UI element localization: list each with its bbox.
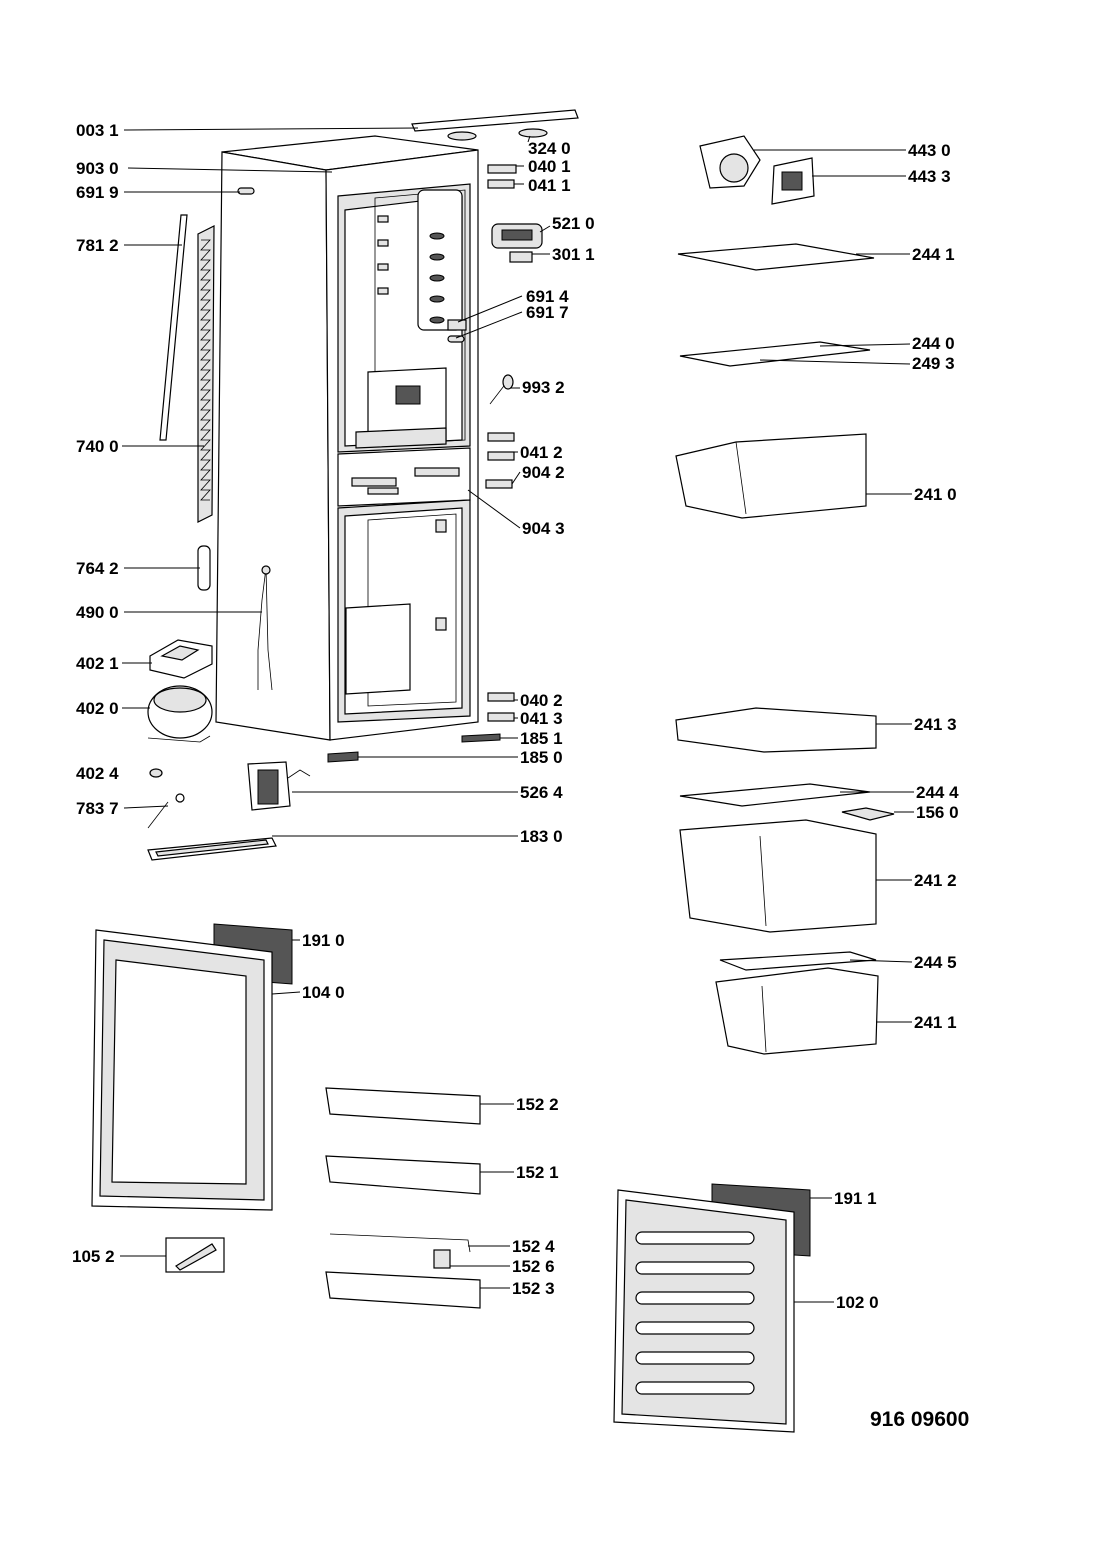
callout-324-0: 324 0 xyxy=(528,139,571,158)
callout-185-1: 185 1 xyxy=(520,729,563,748)
callout-105-2: 105 2 xyxy=(72,1247,115,1266)
callout-152-1: 152 1 xyxy=(516,1163,559,1182)
callout-783-7: 783 7 xyxy=(76,799,119,818)
callout-904-3: 904 3 xyxy=(522,519,565,538)
callout-301-1: 301 1 xyxy=(552,245,595,264)
leader-lines xyxy=(120,127,914,1303)
callout-764-2: 764 2 xyxy=(76,559,119,578)
left-parts-drawing xyxy=(147,187,311,861)
callout-041-2: 041 2 xyxy=(520,443,563,462)
callout-691-9: 691 9 xyxy=(76,183,119,202)
callout-244-1: 244 1 xyxy=(912,245,955,264)
callout-041-3: 041 3 xyxy=(520,709,563,728)
callout-993-2: 993 2 xyxy=(522,378,565,397)
callout-691-7: 691 7 xyxy=(526,303,569,322)
callout-244-4: 244 4 xyxy=(916,783,959,802)
callout-904-2: 904 2 xyxy=(522,463,565,482)
document-number: 916 09600 xyxy=(870,1408,969,1431)
callout-152-6: 152 6 xyxy=(512,1257,555,1276)
doors-drawing xyxy=(91,923,811,1433)
callout-183-0: 183 0 xyxy=(520,827,563,846)
callout-241-0: 241 0 xyxy=(914,485,957,504)
callout-443-3: 443 3 xyxy=(908,167,951,186)
callout-041-1: 041 1 xyxy=(528,176,571,195)
right-parts-drawing xyxy=(447,135,895,1055)
callout-740-0: 740 0 xyxy=(76,437,119,456)
callout-003-1: 003 1 xyxy=(76,121,119,140)
callout-152-4: 152 4 xyxy=(512,1237,555,1256)
callout-521-0: 521 0 xyxy=(552,214,595,233)
callout-185-0: 185 0 xyxy=(520,748,563,767)
callout-691-4: 691 4 xyxy=(526,287,569,306)
callout-244-5: 244 5 xyxy=(914,953,957,972)
callout-152-3: 152 3 xyxy=(512,1279,555,1298)
callout-156-0: 156 0 xyxy=(916,803,959,822)
callout-191-0: 191 0 xyxy=(302,931,345,950)
callout-402-1: 402 1 xyxy=(76,654,119,673)
callout-781-2: 781 2 xyxy=(76,236,119,255)
cabinet-drawing xyxy=(215,109,579,763)
callout-443-0: 443 0 xyxy=(908,141,951,160)
callout-241-1: 241 1 xyxy=(914,1013,957,1032)
callout-241-3: 241 3 xyxy=(914,715,957,734)
callout-241-2: 241 2 xyxy=(914,871,957,890)
callout-040-2: 040 2 xyxy=(520,691,563,710)
callout-903-0: 903 0 xyxy=(76,159,119,178)
callout-402-0: 402 0 xyxy=(76,699,119,718)
callout-402-4: 402 4 xyxy=(76,764,119,783)
callout-249-3: 249 3 xyxy=(912,354,955,373)
callout-526-4: 526 4 xyxy=(520,783,563,802)
callout-191-1: 191 1 xyxy=(834,1189,877,1208)
callout-104-0: 104 0 xyxy=(302,983,345,1002)
callout-040-1: 040 1 xyxy=(528,157,571,176)
callout-102-0: 102 0 xyxy=(836,1293,879,1312)
callout-152-2: 152 2 xyxy=(516,1095,559,1114)
callout-244-0: 244 0 xyxy=(912,334,955,353)
callout-labels: 003 1 324 0 903 0 040 1 041 1 691 9 781 … xyxy=(72,121,959,1312)
callout-490-0: 490 0 xyxy=(76,603,119,622)
